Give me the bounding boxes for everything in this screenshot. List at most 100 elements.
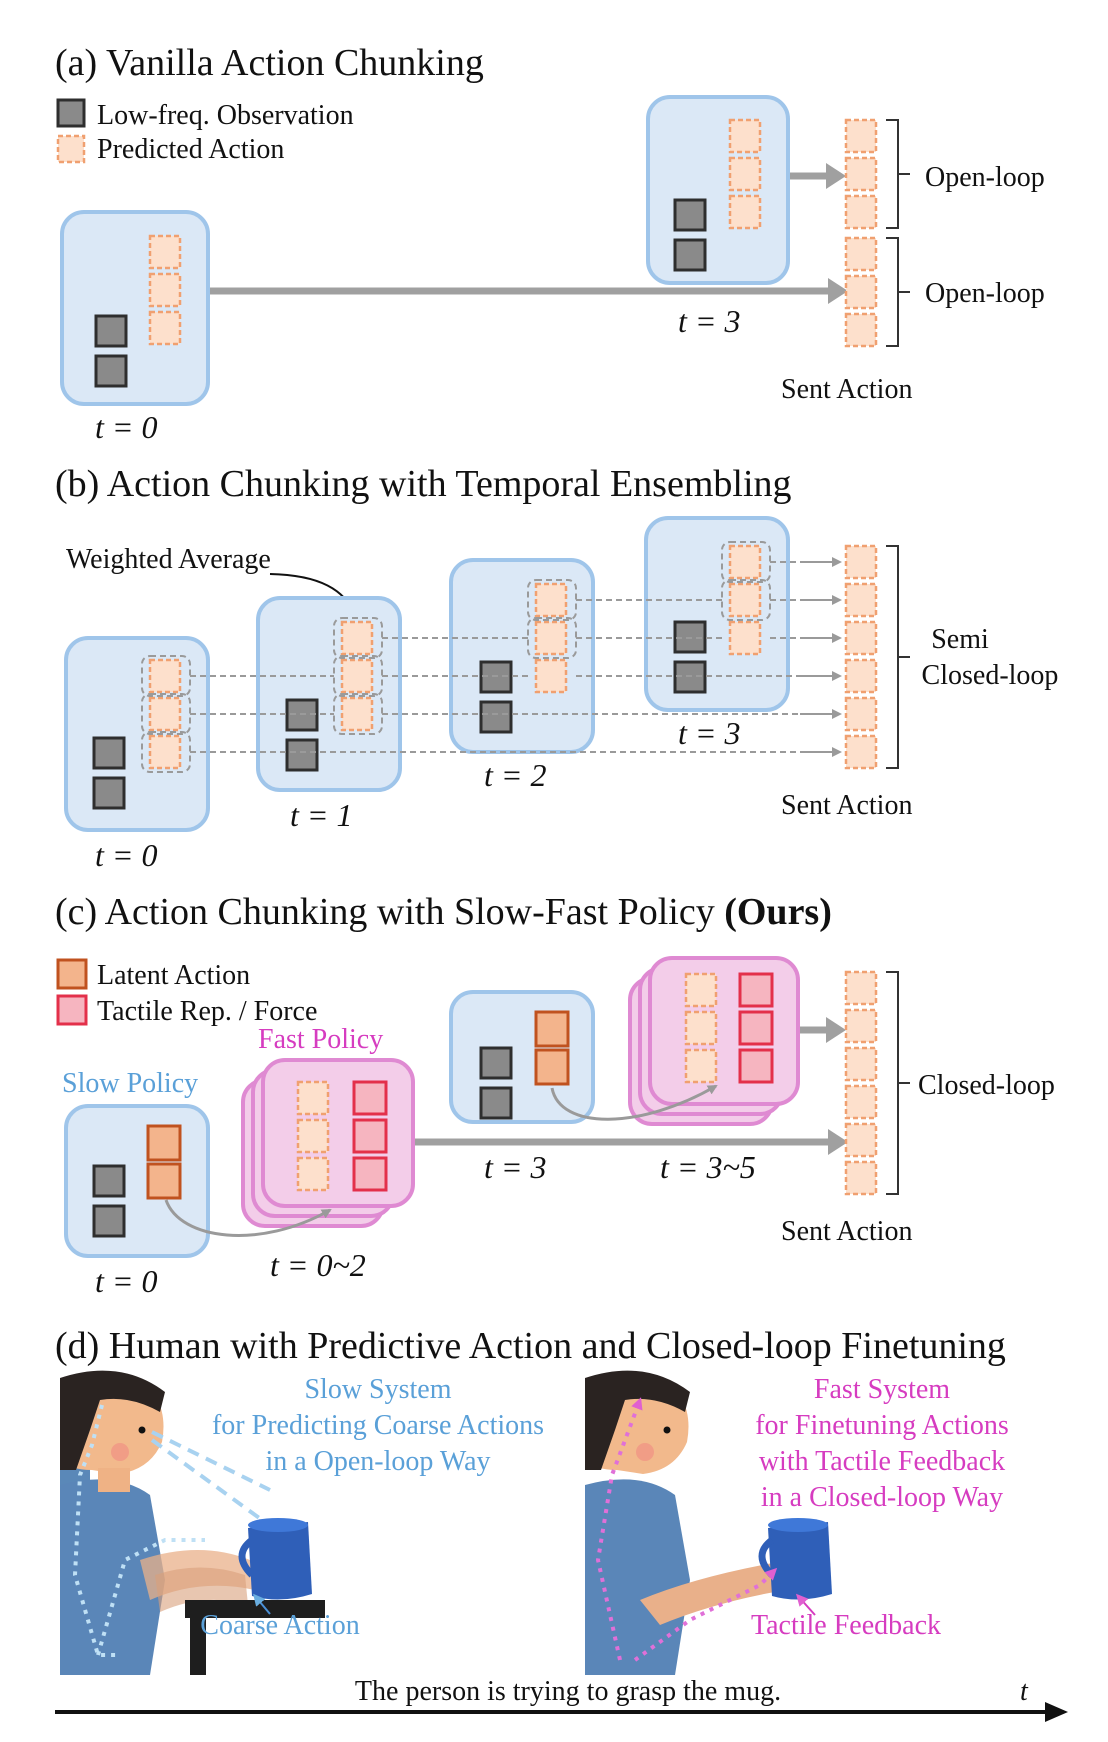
- panel-d: (d) Human with Predictive Action and Clo…: [55, 1325, 1068, 1722]
- timeline-caption: The person is trying to grasp the mug.: [355, 1676, 781, 1707]
- sent-action: [844, 274, 878, 310]
- fast-policy-stack-t0: [241, 1058, 415, 1228]
- predicted-action: [684, 1048, 718, 1084]
- observation-square: [92, 736, 126, 770]
- latent-action: [534, 1010, 570, 1048]
- person-shirt: [60, 1479, 165, 1675]
- observation-square: [92, 1204, 126, 1238]
- predicted-action: [148, 234, 182, 270]
- sent-action: [844, 194, 878, 230]
- sent-action-column-c: [844, 970, 878, 1196]
- arrowhead: [828, 1129, 848, 1155]
- tactile-feedback-pointer: [795, 1593, 816, 1616]
- open-loop-label-1: Open-loop: [925, 162, 1045, 193]
- person-arm: [640, 1560, 798, 1625]
- fast-system-line-1: Fast System: [814, 1374, 950, 1405]
- brace-open-loop-1: [886, 119, 910, 229]
- sent-action-label-c: Sent Action: [781, 1216, 912, 1247]
- panel-c-title: (c) Action Chunking with Slow-Fast Polic…: [55, 891, 832, 933]
- predicted-action: [728, 156, 762, 192]
- observation-square: [673, 238, 707, 272]
- semi-label: Semi: [931, 624, 989, 655]
- person-illustration-slow: [60, 1370, 325, 1675]
- legend-observation-label: Low-freq. Observation: [97, 100, 354, 131]
- sent-action: [844, 970, 878, 1006]
- tactile-rep: [352, 1118, 388, 1154]
- observation-box-t3: [646, 95, 790, 285]
- slow-system-line-1: Slow System: [304, 1374, 451, 1405]
- fast-path-up: [595, 1397, 643, 1661]
- panel-d-title: (d) Human with Predictive Action and Clo…: [55, 1325, 1006, 1367]
- sent-action: [844, 1160, 878, 1196]
- predicted-action: [148, 310, 182, 346]
- predicted-action: [296, 1080, 330, 1116]
- sent-action-column-a: [844, 118, 878, 348]
- time-label-a-t3: t = 3: [678, 303, 740, 339]
- timeline-arrowhead: [1045, 1702, 1068, 1722]
- tactile-rep: [738, 1048, 774, 1084]
- observation-box-t0: [60, 210, 210, 406]
- gaze-line-lower: [150, 1438, 264, 1522]
- arrowhead: [826, 163, 846, 189]
- slow-path-dotted: [72, 1404, 120, 1657]
- table: [185, 1600, 325, 1618]
- gaze-line-upper: [151, 1430, 271, 1492]
- sent-action: [844, 696, 878, 732]
- arrowhead: [828, 278, 848, 304]
- person-hair: [60, 1370, 165, 1470]
- legend-latent-swatch: [56, 958, 88, 990]
- sent-action: [844, 1122, 878, 1158]
- time-label-b-t2: t = 2: [484, 757, 546, 793]
- sent-action: [844, 658, 878, 694]
- closed-loop-label-c: Closed-loop: [918, 1070, 1055, 1101]
- legend-tactile-label: Tactile Rep. / Force: [97, 996, 317, 1027]
- predicted-action: [340, 658, 374, 694]
- weighted-average-label: Weighted Average: [66, 544, 271, 575]
- time-label-a-t0: t = 0: [95, 409, 157, 445]
- tactile-rep: [738, 972, 774, 1008]
- sent-action: [844, 1008, 878, 1044]
- arrowhead: [826, 1017, 846, 1043]
- sent-action: [844, 312, 878, 348]
- sent-action: [844, 118, 878, 154]
- sent-action-column-b: [844, 544, 878, 770]
- predicted-action: [148, 272, 182, 308]
- mug: [768, 1522, 832, 1600]
- predicted-action: [296, 1156, 330, 1192]
- panel-c: (c) Action Chunking with Slow-Fast Polic…: [55, 891, 1055, 1299]
- observation-square: [92, 776, 126, 810]
- observation-square: [479, 1046, 513, 1080]
- closed-loop-label-b: Closed-loop: [922, 660, 1059, 691]
- predicted-action: [728, 544, 762, 580]
- panel-a: (a) Vanilla Action Chunking Low-freq. Ob…: [55, 42, 1045, 445]
- latent-action: [146, 1124, 182, 1162]
- tactile-rep: [352, 1080, 388, 1116]
- panel-b: (b) Action Chunking with Temporal Ensemb…: [55, 463, 1058, 873]
- predicted-action: [340, 696, 374, 732]
- person-eye: [138, 1426, 146, 1434]
- person-illustration-fast: [585, 1370, 832, 1675]
- predicted-action: [148, 696, 182, 732]
- open-loop-label-2: Open-loop: [925, 278, 1045, 309]
- latent-action: [534, 1048, 570, 1086]
- observation-box-b-t3: [644, 516, 790, 712]
- predicted-action: [340, 620, 374, 656]
- legend-latent-label: Latent Action: [97, 960, 250, 991]
- predicted-action: [684, 972, 718, 1008]
- fast-policy-stack-t3: [628, 956, 800, 1126]
- time-label-b-t1: t = 1: [290, 797, 352, 833]
- sent-action: [844, 544, 878, 580]
- brace-semi-closed-loop: [886, 545, 910, 769]
- fast-system-line-2: for Finetuning Actions: [755, 1410, 1009, 1441]
- predicted-action: [534, 658, 568, 694]
- brace-closed-loop: [886, 971, 910, 1195]
- sent-action-label-b: Sent Action: [781, 790, 912, 821]
- observation-box-b-t0: [64, 636, 210, 832]
- sent-action-label-a: Sent Action: [781, 374, 912, 405]
- observation-square: [479, 1086, 513, 1120]
- time-label-c-t3-5: t = 3~5: [660, 1149, 756, 1185]
- panel-c-title-bold: (Ours): [724, 891, 832, 933]
- predicted-action: [296, 1118, 330, 1154]
- legend-predicted-swatch: [56, 134, 86, 164]
